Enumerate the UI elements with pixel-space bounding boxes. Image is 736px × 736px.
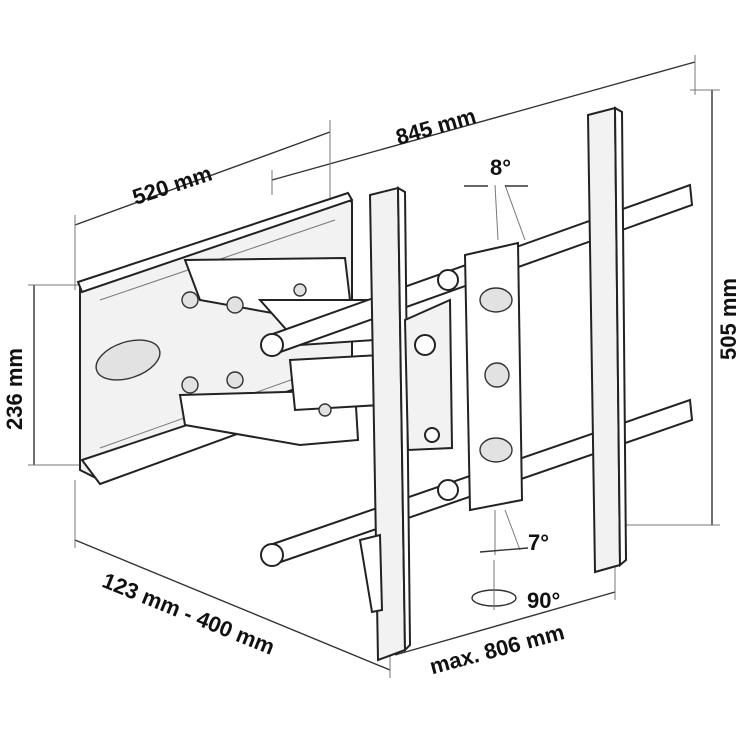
label-extension: 123 mm - 400 mm bbox=[99, 568, 278, 660]
label-max-806: max. 806 mm bbox=[427, 619, 567, 679]
left-vertical-bracket bbox=[358, 186, 412, 662]
center-tilt-plate bbox=[403, 241, 524, 512]
label-rotation: 90° bbox=[527, 588, 560, 613]
label-505: 505 mm bbox=[716, 278, 736, 360]
label-845: 845 mm bbox=[393, 103, 479, 150]
label-520: 520 mm bbox=[129, 161, 215, 210]
dimension-lines bbox=[28, 55, 720, 678]
right-vertical-bracket bbox=[586, 106, 628, 574]
label-tilt-down: 7° bbox=[528, 530, 549, 555]
label-236: 236 mm bbox=[2, 348, 27, 430]
label-tilt-up: 8° bbox=[490, 155, 511, 180]
